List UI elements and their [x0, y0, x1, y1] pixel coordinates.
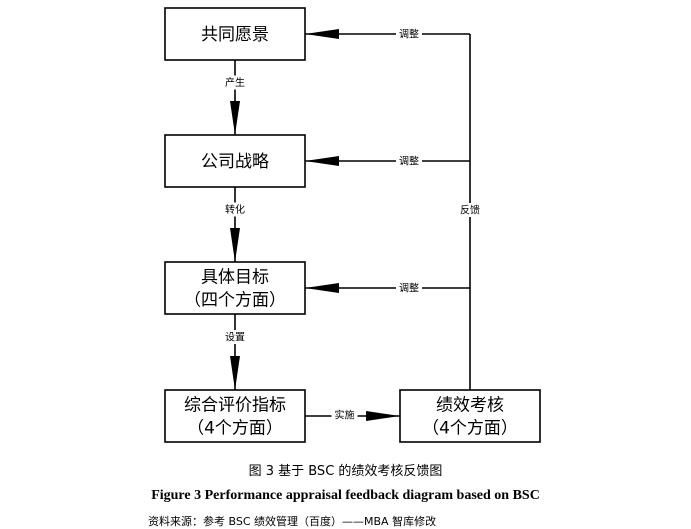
- edge-adjust-vision-label: 调整: [399, 28, 419, 41]
- edge-adjust-goals-arrowhead: [305, 283, 339, 293]
- edge-adjust-strategy-label: 调整: [399, 155, 419, 168]
- feedback-label: 反馈: [460, 204, 480, 217]
- node-specific-goals-label-2: （四个方面）: [184, 291, 286, 311]
- edge-adjust-vision-label-bg: [396, 27, 422, 41]
- figure-caption-english: Figure 3 Performance appraisal feedback …: [151, 488, 540, 503]
- edge-produce-label: 产生: [225, 76, 245, 89]
- node-shared-vision-label-1: 共同愿景: [201, 25, 269, 45]
- edge-transform-label-bg: [222, 202, 248, 217]
- node-specific-goals-label-1: 具体目标: [201, 268, 269, 288]
- edge-set-arrowhead: [230, 356, 240, 390]
- bsc-feedback-diagram: 产生转化设置实施调整调整调整反馈共同愿景公司战略具体目标（四个方面）综合评价指标…: [164, 7, 541, 443]
- node-company-strategy-box: [164, 134, 306, 188]
- figure-source-note: 资料来源：参考 BSC 绩效管理（百度）——MBA 智库修改: [148, 515, 437, 528]
- edge-implement-label-bg: [331, 408, 358, 422]
- edge-adjust-vision-arrowhead: [305, 29, 339, 39]
- node-performance-appraisal-label-2: （4个方面）: [422, 419, 518, 439]
- node-composite-indicators-label-2: （4个方面）: [187, 419, 283, 439]
- edge-produce-arrowhead: [230, 101, 240, 135]
- node-composite-indicators-label-1: 综合评价指标: [184, 396, 286, 416]
- node-performance-appraisal-label-1: 绩效考核: [436, 396, 504, 416]
- edge-adjust-strategy-label-bg: [396, 154, 422, 168]
- edge-adjust-goals-label-bg: [396, 281, 422, 295]
- edge-set-label: 设置: [225, 332, 245, 344]
- edge-set-label-bg: [222, 330, 248, 344]
- node-shared-vision-box: [164, 7, 306, 61]
- figure-caption-chinese: 图 3 基于 BSC 的绩效考核反馈图: [248, 464, 443, 479]
- edge-adjust-goals-label: 调整: [399, 282, 419, 295]
- edge-transform-label: 转化: [225, 203, 245, 216]
- edge-implement-label: 实施: [335, 409, 355, 422]
- edge-adjust-strategy-arrowhead: [305, 156, 339, 166]
- feedback-label-bg: [457, 203, 483, 217]
- node-company-strategy-label-1: 公司战略: [201, 152, 269, 172]
- node-composite-indicators-box: [164, 389, 306, 443]
- node-specific-goals-box: [164, 261, 306, 315]
- node-performance-appraisal-box: [399, 389, 541, 443]
- edge-transform-arrowhead: [230, 228, 240, 262]
- edge-produce-label-bg: [222, 75, 248, 90]
- edge-implement-arrowhead: [366, 411, 400, 421]
